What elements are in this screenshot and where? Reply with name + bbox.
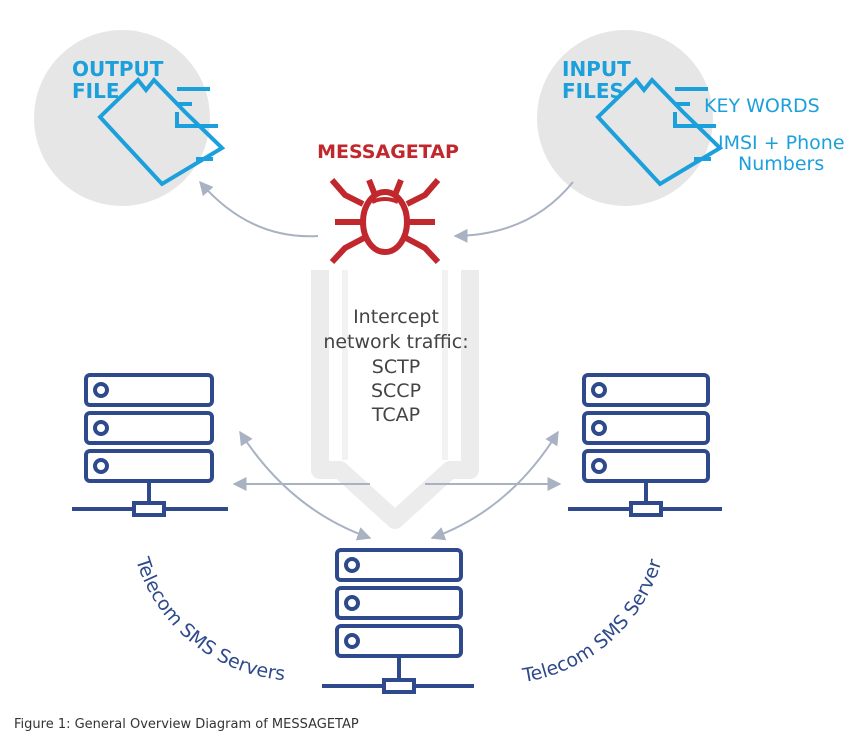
figure-caption: Figure 1: General Overview Diagram of ME… — [14, 717, 359, 732]
input-item-keywords: KEY WORDS — [704, 95, 820, 117]
input-file-icon — [595, 76, 724, 187]
output-label-line2: FILE — [72, 79, 120, 103]
input-circle — [537, 30, 713, 206]
output-label-line1: OUTPUT — [72, 57, 164, 81]
server-icon-center — [322, 548, 474, 694]
input-label-line1: INPUT — [562, 57, 631, 81]
server-icon-left — [72, 373, 228, 517]
input-item-imsi-line2: Numbers — [738, 153, 824, 175]
protocol-sccp: SCCP — [371, 380, 421, 402]
intercept-text: Intercept network traffic: SCTP SCCP TCA… — [323, 306, 468, 426]
messagetap-label: MESSAGETAP — [317, 141, 459, 163]
input-label-line2: FILES — [562, 79, 624, 103]
left-servers-label: Telecom SMS Servers — [131, 554, 286, 686]
left-servers-label-path: Telecom SMS Servers — [131, 554, 286, 686]
output-file-icon — [97, 76, 226, 187]
arrow-from-input — [453, 181, 574, 243]
intercept-line1: Intercept — [353, 306, 439, 328]
output-circle — [34, 30, 210, 206]
server-icon-right — [568, 373, 722, 517]
protocol-tcap: TCAP — [371, 404, 420, 426]
intercept-line2: network traffic: — [323, 331, 468, 353]
arrow-right-to-center — [430, 430, 559, 541]
input-item-imsi-line1: IMSI + Phone — [718, 132, 845, 154]
protocol-sctp: SCTP — [372, 356, 420, 378]
arrow-to-output — [199, 180, 319, 238]
bug-icon — [329, 178, 441, 265]
arrow-left-to-center — [239, 430, 372, 541]
